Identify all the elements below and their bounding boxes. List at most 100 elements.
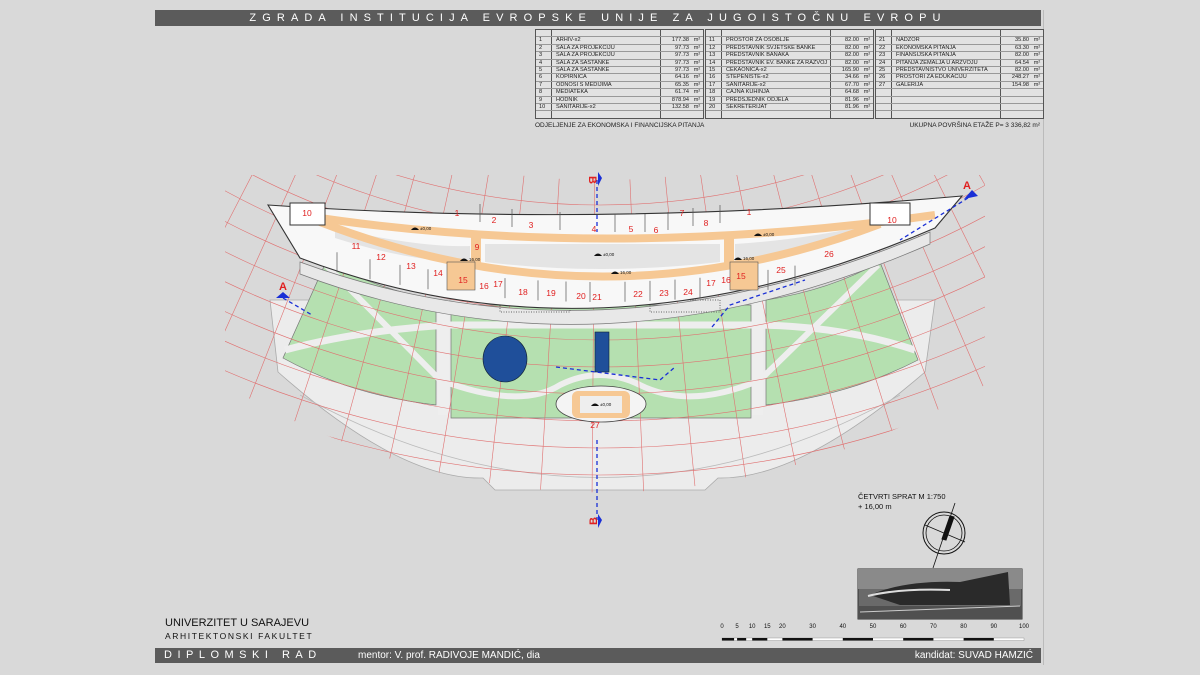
room-number-label: 27	[590, 420, 600, 430]
room-area: 61.74	[675, 89, 689, 96]
grid-radial	[278, 175, 387, 469]
grid-radial	[963, 175, 985, 363]
room-name	[722, 30, 831, 37]
area-unit: m²	[693, 89, 701, 96]
room-name: ODNOSI S MEDIJIMA	[552, 81, 661, 89]
room-area: 82.00	[845, 59, 859, 66]
water-feature	[594, 331, 610, 373]
area-unit: m²	[693, 81, 701, 88]
scale-tick-label: 0	[720, 624, 724, 630]
room-number-label: 7	[680, 208, 685, 218]
table-row-empty	[536, 30, 703, 38]
room-number-label: 3	[529, 220, 534, 230]
room-number: 26	[876, 74, 892, 81]
scale-tick-label: 30	[809, 624, 816, 630]
plaza-arc	[299, 394, 901, 478]
area-unit: m²	[1033, 59, 1041, 66]
courtyard-right	[735, 225, 870, 262]
section-marker-b-bottom: B	[588, 517, 600, 525]
stair-core-left	[289, 202, 326, 226]
room-area: 63.30	[1015, 44, 1029, 51]
room-number-label: 1	[747, 207, 752, 217]
gallery-floor	[580, 396, 622, 413]
table-row-empty	[876, 89, 1043, 97]
mentor-label: mentor: V. prof. RADIVOJE MANDIĆ, dia	[358, 650, 540, 661]
park-path-vertical-right	[752, 300, 763, 415]
room-number-label: 13	[406, 261, 416, 271]
section-marker-a-right: A	[963, 180, 971, 192]
area-unit: m²	[863, 59, 871, 66]
room-name: PROSTOR ZA OSOBLJE	[722, 37, 831, 44]
room-name	[552, 30, 661, 37]
room-area: 64.68	[845, 89, 859, 96]
area-unit: m²	[1033, 81, 1041, 88]
room-number: 17	[706, 81, 722, 89]
room-area: 65.35	[675, 81, 689, 88]
room-number: 9	[536, 96, 552, 103]
courtyard-mid	[485, 244, 720, 269]
scale-tick-label: 20	[779, 624, 786, 630]
table-row-empty	[876, 111, 1043, 118]
grid-arc	[225, 175, 985, 206]
room-number: 21	[876, 37, 892, 44]
room-number-label: 10	[302, 208, 312, 218]
area-unit: m²	[1033, 74, 1041, 81]
scale-tick-label: 80	[960, 624, 967, 630]
room-number-label: 21	[592, 292, 602, 302]
elevation-label: ±0,00	[600, 402, 612, 407]
area-unit: m²	[863, 44, 871, 51]
corridor-connector-right	[724, 234, 734, 264]
area-unit: m²	[693, 59, 701, 66]
building-rendering-thumbnail	[857, 568, 1023, 620]
room-number-label: 19	[546, 288, 556, 298]
room-number: 8	[536, 89, 552, 96]
room-name: KOPIRNICA	[552, 74, 661, 81]
area-unit: m²	[693, 96, 701, 103]
room-name: SANITARIJE-x2	[552, 103, 661, 111]
room-name: ČAJNA KUHINJA	[722, 89, 831, 96]
floor-and-scale: ČETVRTI SPRAT M 1:750	[858, 492, 946, 501]
scale-bar	[721, 637, 1025, 641]
grid-radial	[932, 175, 985, 390]
scale-bar-segment	[752, 638, 768, 641]
area-unit: m²	[693, 66, 701, 73]
area-unit: m²	[693, 52, 701, 59]
room-area: 82.00	[1015, 52, 1029, 59]
sheet-frame	[155, 10, 1044, 665]
elevation-label: 16,00	[743, 256, 755, 261]
walkway	[299, 231, 931, 325]
room-number-label: 10	[887, 215, 897, 225]
room-number-label: 16	[721, 275, 731, 285]
room-area: 81.96	[845, 103, 859, 110]
room-area: 82.00	[845, 52, 859, 59]
room-name: HODNIK	[552, 96, 661, 103]
room-number-label: 16	[479, 281, 489, 291]
room-number-label: 12	[376, 252, 386, 262]
footer-bar: DIPLOMSKI RAD mentor: V. prof. RADIVOJE …	[155, 648, 1041, 663]
room-number: 23	[876, 52, 892, 59]
room-area: 132.58	[671, 103, 689, 110]
room-number-label: 8	[704, 218, 709, 228]
area-unit: m²	[693, 44, 701, 51]
room-number: 2	[536, 44, 552, 52]
table-row-empty	[876, 103, 1043, 112]
stair-core-right	[869, 202, 911, 226]
grid-radial	[901, 175, 985, 415]
room-number: 19	[706, 96, 722, 103]
elevation-label: ±0,00	[420, 226, 432, 231]
scale-bar-segment	[963, 638, 994, 641]
room-number: 16	[706, 74, 722, 81]
